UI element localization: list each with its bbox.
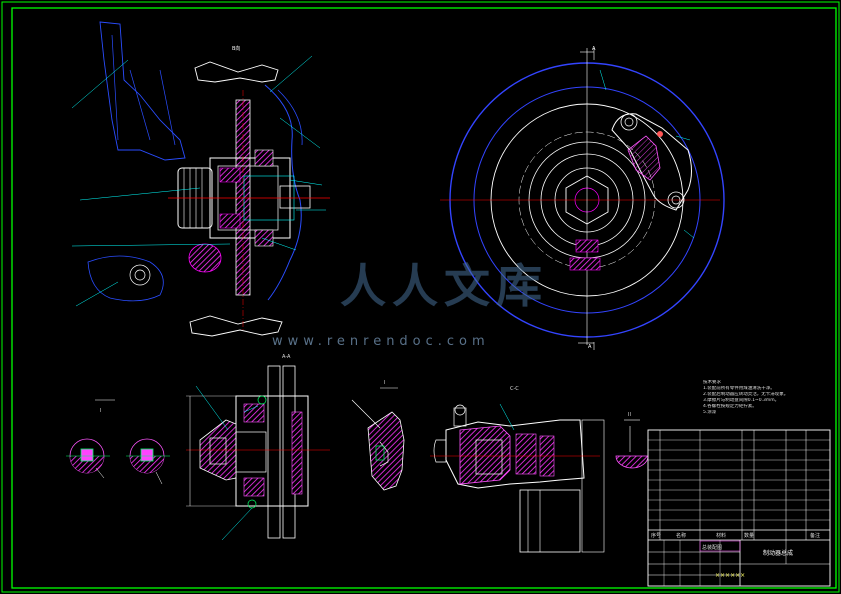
svg-text:II: II [628,412,631,418]
school-name: ×××××× [715,572,746,579]
detail-circles: I [66,399,170,485]
detail-I: I [351,380,405,491]
front-view: A A [440,46,725,350]
drawing-title: 制动器总成 [763,550,794,557]
requirement-line: 2.装配后制动器应转动灵活，无卡滞现象。 [703,392,789,397]
parts-header-remark: 备注 [810,532,820,539]
technical-requirements: 技术要求 1.装配前所有零件用煤油清洗干净。 2.装配后制动器应转动灵活，无卡滞… [703,380,823,416]
requirement-line: 3.摩擦片与制动盘间隙0.1~0.3mm。 [703,398,780,403]
section-C-C: C-C [430,386,605,553]
title-block [647,429,831,587]
inner-border [11,7,837,589]
parts-header-name: 名称 [676,532,686,539]
parts-header-index: 序号 [651,532,661,539]
svg-text:A: A [588,344,592,350]
requirements-heading: 技术要求 [703,380,721,385]
parts-header-qty: 数量 [744,532,754,539]
svg-text:C-C: C-C [510,386,519,392]
requirement-line: 5.涂漆 [703,410,717,415]
caliper-section: A-A [186,354,330,541]
watermark-text: 人人文库 [340,259,548,313]
svg-text:I: I [384,380,385,386]
requirement-line: 1.装配前所有零件用煤油清洗干净。 [703,386,775,391]
section-label: B向 [232,45,240,52]
watermark-url: www.renrendoc.com [272,334,490,349]
svg-text:A: A [592,46,596,52]
detail-II: II [615,412,649,469]
side-section-view: B向 [71,21,330,337]
svg-text:A-A: A-A [282,354,291,360]
requirement-line: 4.各螺栓按规定力矩拧紧。 [703,404,757,409]
sheet-label: 总装配图 [702,544,722,551]
svg-text:I: I [100,408,101,414]
parts-header-material: 材料 [716,532,726,539]
